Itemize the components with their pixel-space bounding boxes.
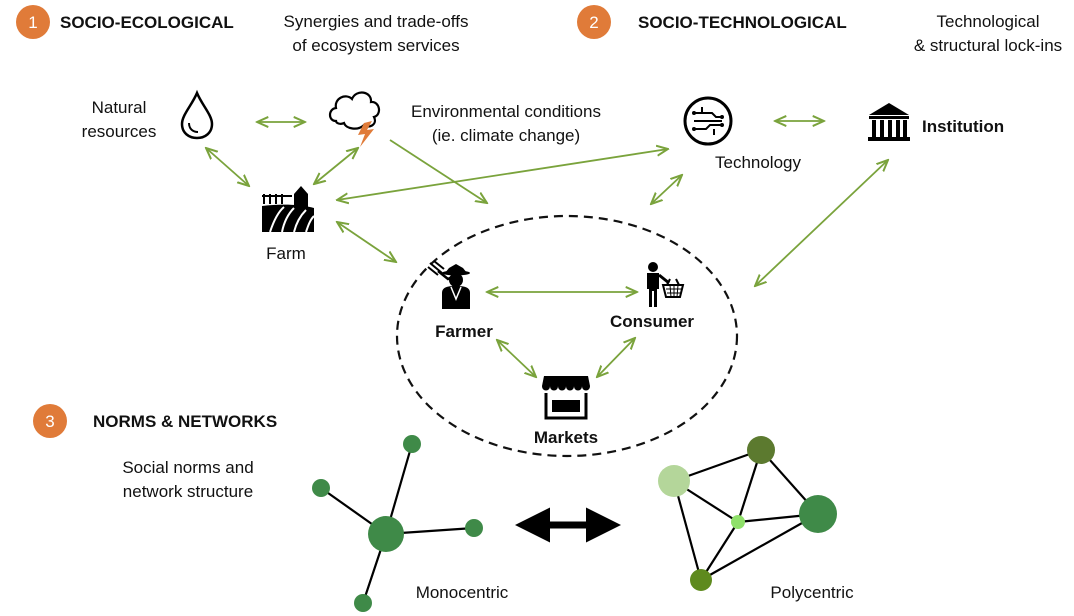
section-3-subtitle-line-1: Social norms and (122, 458, 253, 477)
monocentric-network (312, 435, 483, 612)
arrow-technology-actors (651, 175, 682, 204)
farm-barn-icon (262, 186, 315, 233)
section-3-badge (33, 404, 67, 438)
network-node (690, 569, 712, 591)
farm-label: Farm (266, 244, 306, 263)
relationship-arrows (206, 121, 888, 377)
network-node (799, 495, 837, 533)
section-1-subtitle-line-1: Synergies and trade-offs (284, 12, 469, 31)
monocentric-label: Monocentric (416, 583, 509, 602)
water-drop-icon (180, 89, 214, 140)
technology-label: Technology (715, 153, 802, 172)
section-1-number: 1 (28, 13, 37, 32)
polycentric-network (658, 436, 837, 591)
network-node (354, 594, 372, 612)
polycentric-label: Polycentric (770, 583, 854, 602)
network-node (747, 436, 775, 464)
section-3-title: NORMS & NETWORKS (93, 412, 277, 431)
section-2-badge (577, 5, 611, 39)
actors-boundary-ellipse (395, 214, 739, 458)
network-node (312, 479, 330, 497)
network-node (403, 435, 421, 453)
institution-label: Institution (922, 117, 1004, 136)
arrow-consumer-markets (597, 338, 635, 377)
arrow-farm-technology (337, 149, 668, 200)
section-3-header: 3 NORMS & NETWORKS Social norms and netw… (33, 404, 277, 501)
farmer-icon (427, 260, 470, 309)
arrow-resources-farm (206, 148, 249, 186)
environment-label-line-2: (ie. climate change) (432, 126, 580, 145)
farmer-label: Farmer (435, 322, 493, 341)
section-2-number: 2 (589, 13, 598, 32)
circuit-chip-icon (683, 96, 733, 146)
arrow-environment-actors (389, 139, 487, 203)
markets-label: Markets (534, 428, 598, 447)
arrow-environment-farm (314, 148, 358, 184)
institution-building-icon (868, 103, 910, 141)
section-1-header: 1 SOCIO-ECOLOGICAL Synergies and trade-o… (16, 5, 468, 55)
section-3-subtitle-line-2: network structure (123, 482, 253, 501)
arrow-farm-actors (337, 222, 396, 262)
consumer-basket-icon (647, 262, 685, 307)
section-2-title: SOCIO-TECHNOLOGICAL (638, 13, 847, 32)
network-node (731, 515, 745, 529)
natural-resources-label-line-2: resources (82, 122, 157, 141)
storm-cloud-icon (328, 91, 381, 147)
section-1-badge (16, 5, 50, 39)
market-stall-icon (542, 376, 590, 420)
natural-resources-label-line-1: Natural (92, 98, 147, 117)
section-3-number: 3 (45, 412, 54, 431)
section-1-subtitle-line-2: of ecosystem services (292, 36, 459, 55)
section-2-header: 2 SOCIO-TECHNOLOGICAL Technological & st… (577, 5, 1062, 55)
section-1-title: SOCIO-ECOLOGICAL (60, 13, 234, 32)
network-hub-node (368, 516, 404, 552)
arrow-institution-actors (755, 160, 888, 286)
section-2-subtitle-line-2: & structural lock-ins (914, 36, 1062, 55)
section-2-subtitle-line-1: Technological (936, 12, 1039, 31)
arrow-farmer-markets (497, 340, 536, 377)
environment-label-line-1: Environmental conditions (411, 102, 601, 121)
consumer-label: Consumer (610, 312, 694, 331)
network-node (658, 465, 690, 497)
network-node (465, 519, 483, 537)
